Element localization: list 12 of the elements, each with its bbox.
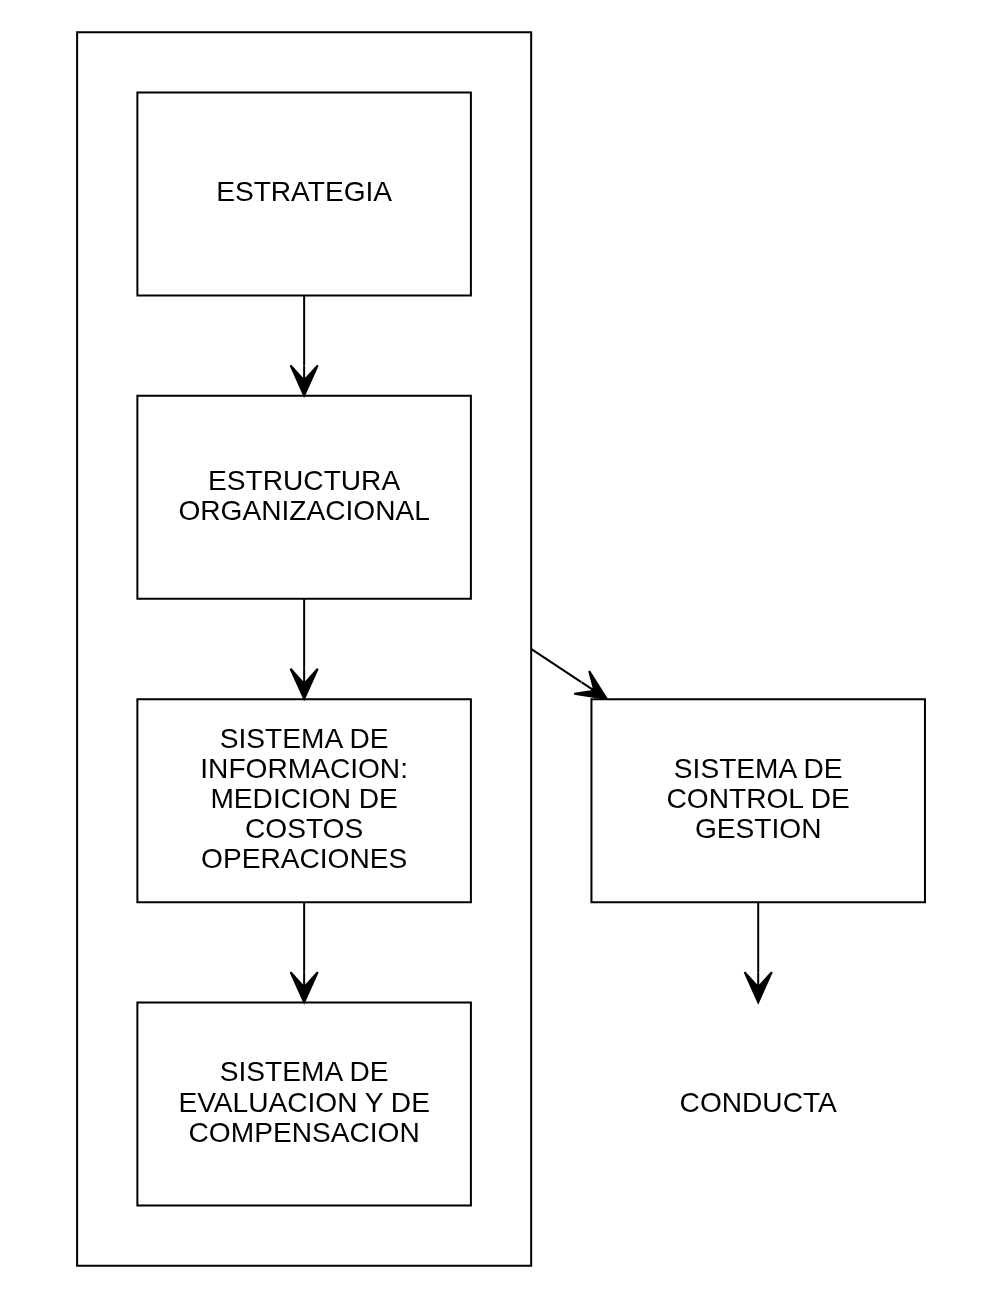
arrow (289, 295, 319, 397)
node-box: ESTRUCTURA ORGANIZACIONAL (136, 394, 472, 600)
arrow (289, 902, 319, 1004)
node-box: SISTEMA DE CONTROL DE GESTION (590, 698, 926, 904)
node-box: SISTEMA DE INFORMACION: MEDICION DE COSTOS OPERACIONES (136, 698, 472, 904)
arrow (530, 648, 608, 700)
node-text: CONDUCTA (679, 1086, 837, 1118)
node-box: ESTRATEGIA (136, 91, 472, 297)
arrow (743, 902, 773, 1004)
cluster (76, 31, 533, 1267)
node-box: SISTEMA DE EVALUACION Y DE COMPENSACION (136, 1001, 472, 1207)
arrow (289, 599, 319, 700)
